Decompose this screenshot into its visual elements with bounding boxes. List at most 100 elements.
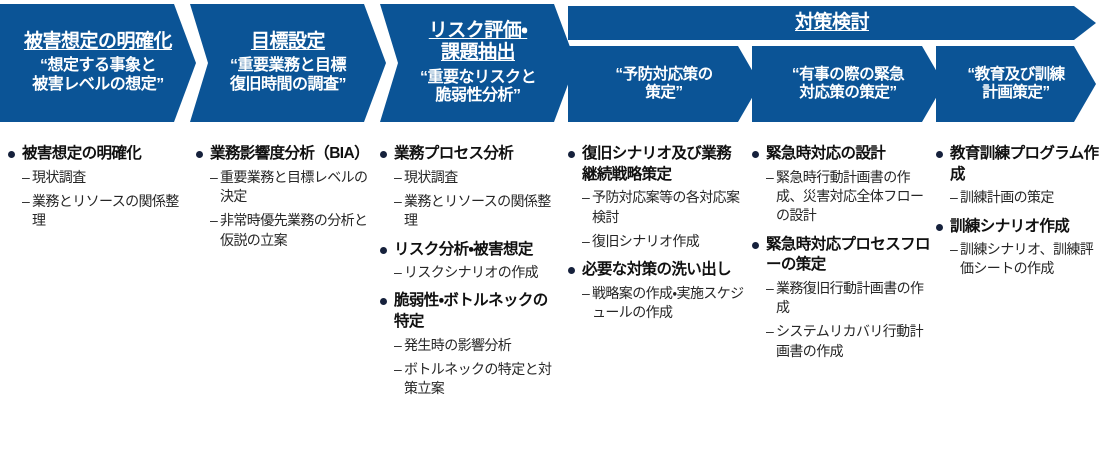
sub-item: – 現状調査: [22, 168, 190, 187]
sub-item: – 現状調査: [394, 168, 562, 187]
bullet-heading-text: 脆弱性・ボトルネックの特定: [394, 292, 548, 331]
bullet-group: リスク分析・被害想定 – リスクシナリオの作成: [380, 240, 562, 283]
dash-icon: –: [394, 361, 402, 377]
sub-item-text: 業務とリソースの関係整理: [404, 192, 551, 229]
sub-item-text: 業務とリソースの関係整理: [32, 192, 179, 229]
bullet-group: 業務プロセス分析 – 現状調査 – 業務とリソースの関係整理: [380, 144, 562, 231]
sub-item-text: ボトルネックの特定と対策立案: [404, 361, 552, 397]
phase-arrow-3[interactable]: リスク評価・ 課題抽出 “重要なリスクと 脆弱性分析”: [380, 4, 576, 122]
dash-icon: –: [394, 264, 402, 281]
bullet-dot-icon: [380, 246, 387, 254]
sub-item: – 復旧シナリオ作成: [582, 232, 744, 251]
dash-icon: –: [394, 192, 402, 209]
dash-icon: –: [22, 168, 30, 185]
bullet-heading: 必要な対策の洗い出し: [568, 260, 744, 281]
dash-icon: –: [582, 284, 590, 301]
sub-item-text: 緊急時行動計画書の作成、災害対応全体フローの設計: [776, 168, 924, 224]
sub-item: – 緊急時行動計画書の作成、災害対応全体フローの設計: [766, 168, 930, 226]
dash-icon: –: [582, 232, 590, 249]
content-column-1: 被害想定の明確化 – 現状調査 – 業務とリソースの関係整理: [8, 144, 190, 231]
bullet-heading-text: 必要な対策の洗い出し: [582, 261, 732, 279]
phase-arrow-3-title: リスク評価・ 課題抽出: [428, 19, 528, 64]
content-column-4: 復旧シナリオ及び業務継続戦略策定 – 予防対応案等の各対応案検討 – 復旧シナリ…: [568, 144, 744, 322]
bullet-heading: 訓練シナリオ作成: [936, 217, 1100, 238]
sub-phase-arrow-3[interactable]: “教育及び訓練 計画策定”: [936, 46, 1096, 122]
bullet-dot-icon: [380, 298, 387, 306]
bullet-dot-icon: [568, 151, 575, 158]
phase-arrow-2-subtitle: “重要業務と目標 復旧時間の調査”: [229, 57, 346, 94]
bullet-dot-icon: [380, 151, 387, 158]
dash-icon: –: [950, 189, 958, 206]
sub-item: – 重要業務と目標レベルの決定: [210, 168, 372, 207]
bullet-heading-text: 被害想定の明確化: [22, 145, 142, 162]
sub-item-text: 発生時の影響分析: [404, 336, 512, 353]
sub-phase-arrow-2-subtitle: “有事の際の緊急 対応策の策定”: [791, 65, 905, 101]
bullet-heading: 脆弱性・ボトルネックの特定: [380, 291, 562, 332]
bullet-heading: 復旧シナリオ及び業務継続戦略策定: [568, 144, 744, 185]
bullet-heading-text: 教育訓練プログラム作成: [950, 145, 1099, 183]
dash-icon: –: [766, 279, 774, 296]
bullet-group: 復旧シナリオ及び業務継続戦略策定 – 予防対応案等の各対応案検討 – 復旧シナリ…: [568, 144, 744, 251]
sub-item: – 業務とリソースの関係整理: [22, 192, 190, 231]
content-column-5: 緊急時対応の設計 – 緊急時行動計画書の作成、災害対応全体フローの設計 緊急時対…: [752, 144, 931, 361]
bullet-group: 緊急時対応プロセスフローの策定 – 業務復旧行動計画書の作成 – システムリカバ…: [752, 235, 931, 361]
dash-icon: –: [210, 212, 218, 229]
sub-phase-arrow-3-subtitle: “教育及び訓練 計画策定”: [967, 65, 1065, 101]
sub-item-text: 現状調査: [32, 168, 86, 185]
dash-icon: –: [766, 168, 774, 185]
sub-item-text: 訓練計画の策定: [960, 189, 1054, 206]
sub-item: – 業務復旧行動計画書の作成: [766, 279, 930, 318]
dash-icon: –: [766, 323, 774, 340]
bullet-dot-icon: [936, 151, 943, 158]
bullet-dot-icon: [568, 267, 575, 275]
phase-arrow-1-subtitle: “想定する事象と 被害レベルの想定”: [32, 57, 164, 94]
phase-band-countermeasures[interactable]: 対策検討: [568, 6, 1096, 40]
sub-item: – 訓練計画の策定: [950, 188, 1100, 207]
bullet-dot-icon: [196, 151, 203, 158]
dash-icon: –: [394, 168, 402, 185]
bullet-group: 教育訓練プログラム作成 – 訓練計画の策定: [936, 144, 1100, 208]
bullet-heading-text: 訓練シナリオ作成: [950, 217, 1070, 235]
bullet-dot-icon: [752, 241, 759, 249]
bullet-group: 訓練シナリオ作成 – 訓練シナリオ、訓練評価シートの作成: [936, 217, 1100, 279]
sub-item: – ボトルネックの特定と対策立案: [394, 360, 562, 399]
dash-icon: –: [394, 336, 402, 353]
dash-icon: –: [210, 168, 218, 185]
sub-item: – リスクシナリオの作成: [394, 263, 562, 282]
bullet-dot-icon: [8, 151, 15, 158]
bullet-group: 被害想定の明確化 – 現状調査 – 業務とリソースの関係整理: [8, 144, 190, 231]
bullet-dot-icon: [936, 223, 943, 231]
content-column-6: 教育訓練プログラム作成 – 訓練計画の策定 訓練シナリオ作成 – 訓練シナリオ、…: [936, 144, 1100, 279]
phase-arrow-3-subtitle: “重要なリスクと 脆弱性分析”: [419, 68, 536, 105]
phase-band-title: 対策検討: [794, 11, 869, 33]
sub-item-text: 重要業務と目標レベルの決定: [220, 168, 368, 204]
sub-item-text: 復旧シナリオ作成: [592, 232, 700, 249]
phase-arrow-1[interactable]: 被害想定の明確化 “想定する事象と 被害レベルの想定”: [0, 4, 196, 122]
sub-item-text: 戦略案の作成・実施スケジュールの作成: [592, 284, 744, 321]
dash-icon: –: [950, 241, 958, 258]
bullet-group: 業務影響度分析（BIA） – 重要業務と目標レベルの決定 – 非常時優先業務の分…: [196, 144, 372, 250]
sub-item-text: 現状調査: [404, 168, 458, 185]
bullet-heading-text: 緊急時対応プロセスフローの策定: [766, 235, 931, 274]
sub-item-text: 非常時優先業務の分析と仮説の立案: [220, 212, 368, 248]
bullet-heading: 業務プロセス分析: [380, 144, 562, 165]
sub-item: – 業務とリソースの関係整理: [394, 192, 562, 231]
phase-arrow-2-title: 目標設定: [250, 30, 325, 52]
bullet-dot-icon: [752, 151, 759, 158]
sub-item: – 訓練シナリオ、訓練評価シートの作成: [950, 240, 1100, 279]
phase-arrow-2[interactable]: 目標設定 “重要業務と目標 復旧時間の調査”: [190, 4, 386, 122]
bullet-heading: 緊急時対応の設計: [752, 144, 930, 165]
sub-item-text: システムリカバリ行動計画書の作成: [776, 323, 924, 359]
sub-item-text: 予防対応案等の各対応案検討: [592, 189, 740, 225]
phase-arrow-1-title: 被害想定の明確化: [23, 30, 172, 52]
sub-phase-arrow-1-subtitle: “予防対応策の 策定”: [615, 65, 713, 101]
sub-phase-arrow-1[interactable]: “予防対応策の 策定”: [568, 46, 760, 122]
sub-phase-arrow-2[interactable]: “有事の際の緊急 対応策の策定”: [752, 46, 944, 122]
content-column-3: 業務プロセス分析 – 現状調査 – 業務とリソースの関係整理 リスク分析・被害想…: [380, 144, 562, 399]
bullet-heading: 業務影響度分析（BIA）: [196, 144, 372, 165]
bullet-heading-text: 業務プロセス分析: [394, 145, 514, 162]
bullet-heading: 緊急時対応プロセスフローの策定: [752, 235, 931, 276]
bullet-heading-text: リスク分析・被害想定: [394, 240, 533, 258]
content-column-2: 業務影響度分析（BIA） – 重要業務と目標レベルの決定 – 非常時優先業務の分…: [196, 144, 372, 250]
